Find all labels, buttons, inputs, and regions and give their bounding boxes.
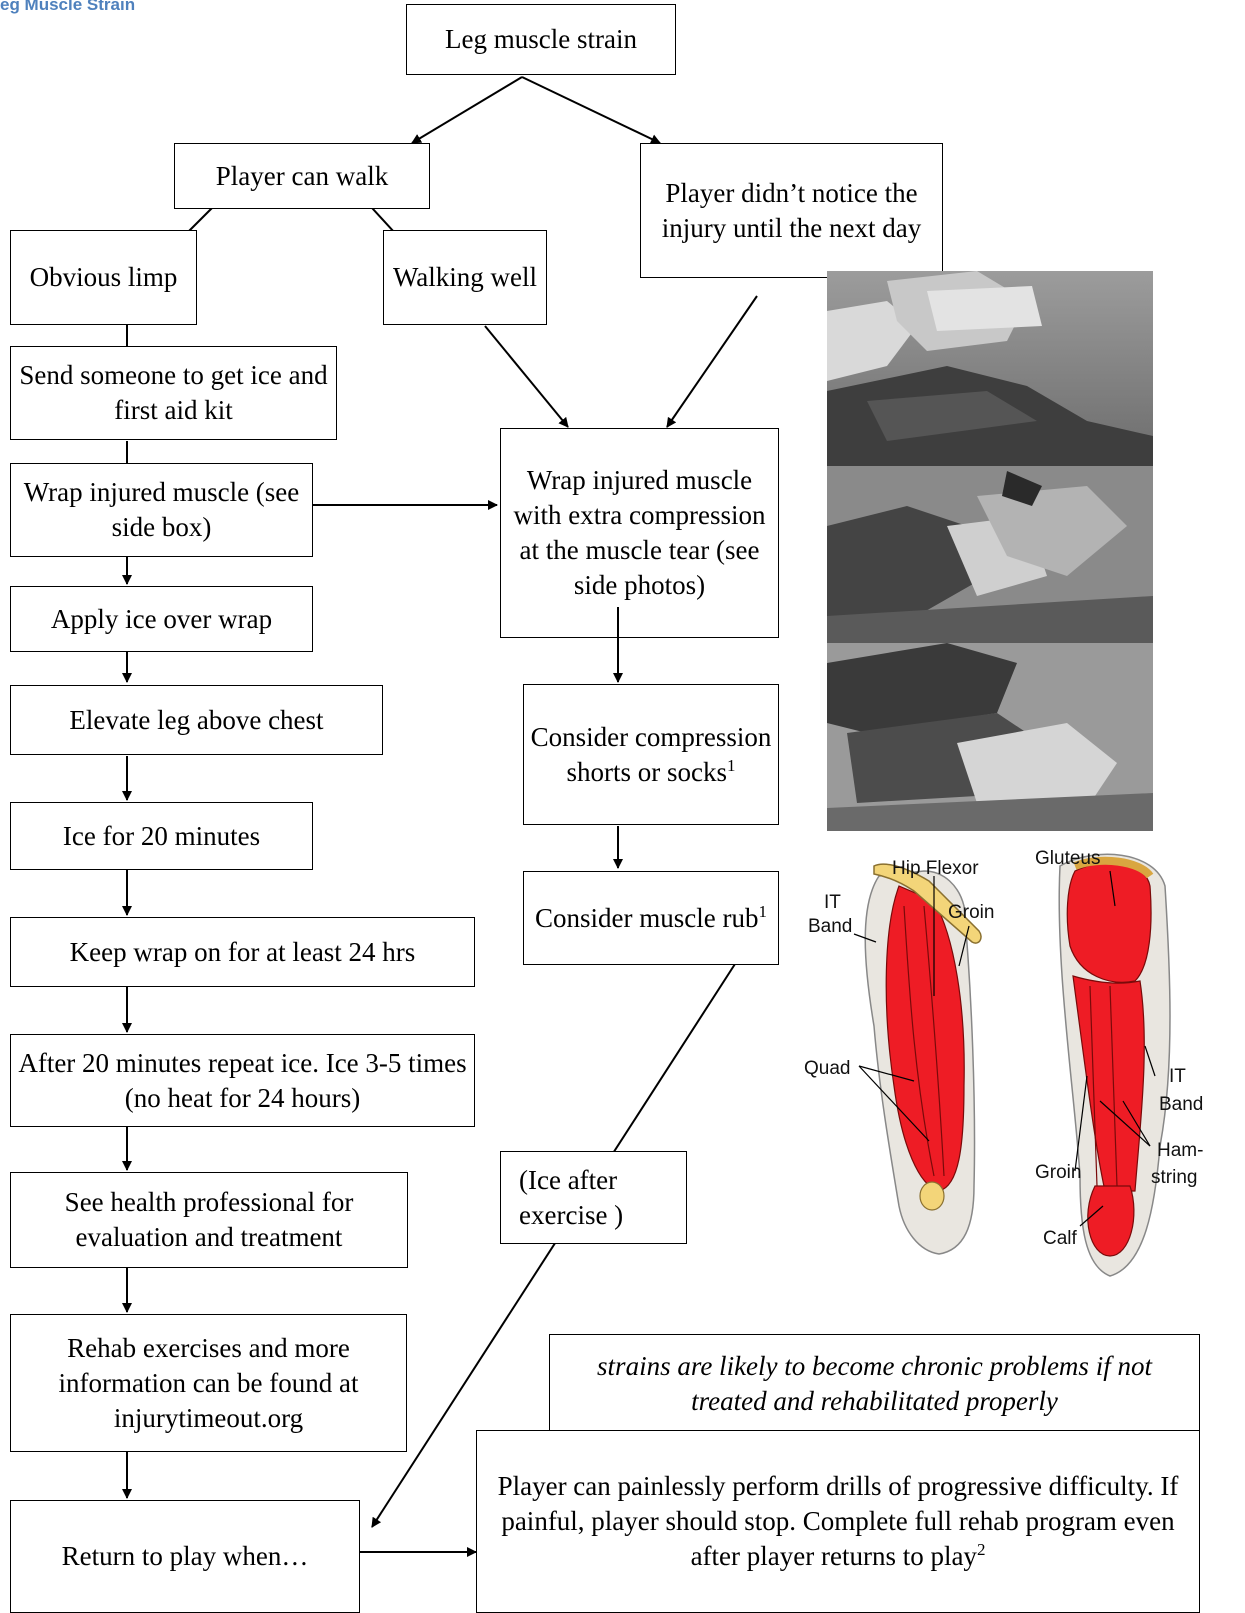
node-send-someone: Send someone to get ice and first aid ki… [10, 346, 337, 440]
label-calf: Calf [1043, 1228, 1078, 1249]
label-band-front: Band [808, 916, 852, 937]
node-see-health-professional: See health professional for evaluation a… [10, 1172, 408, 1268]
node-apply-ice: Apply ice over wrap [10, 586, 313, 652]
node-walking-well: Walking well [383, 230, 547, 325]
wrap-photo-2 [827, 466, 1153, 643]
node-chronic-note: strains are likely to become chronic pro… [549, 1334, 1200, 1434]
label-ham: Ham- [1157, 1140, 1203, 1161]
node-wrap-injured: Wrap injured muscle (see side box) [10, 463, 313, 557]
arrow-well-to-wrapextra [485, 326, 568, 427]
wrap-photo-3 [827, 643, 1153, 831]
label-gluteus: Gluteus [1035, 848, 1100, 869]
node-keep-wrap: Keep wrap on for at least 24 hrs [10, 917, 475, 987]
node-player-can-walk: Player can walk [174, 143, 430, 209]
label-band-back: Band [1159, 1094, 1203, 1115]
node-painless-drills: Player can painlessly perform drills of … [476, 1430, 1200, 1613]
arrow-root-to-notice [522, 77, 660, 143]
arrow-root-to-walk [412, 77, 522, 143]
label-hip-flexor: Hip Flexor [892, 858, 979, 879]
node-ice-after-exercise: (Ice after exercise ) [500, 1151, 687, 1244]
node-consider-muscle-rub: Consider muscle rub1 [523, 871, 779, 965]
arrow-notice-to-wrapextra [667, 296, 757, 427]
node-leg-muscle-strain: Leg muscle strain [406, 4, 676, 75]
node-return-to-play: Return to play when… [10, 1500, 360, 1613]
node-wrap-extra: Wrap injured muscle with extra compressi… [500, 428, 779, 638]
label-groin-front: Groin [948, 902, 994, 923]
node-rehab-exercises: Rehab exercises and more information can… [10, 1314, 407, 1452]
node-consider-compression: Consider compression shorts or socks1 [523, 684, 779, 825]
node-repeat-ice: After 20 minutes repeat ice. Ice 3-5 tim… [10, 1034, 475, 1127]
anatomy-back-leg: Gluteus IT Band Groin Ham- string Calf [1035, 846, 1205, 1291]
node-elevate-leg: Elevate leg above chest [10, 685, 383, 755]
node-player-didnt-notice: Player didn’t notice the injury until th… [640, 143, 943, 278]
label-it-front: IT [824, 892, 841, 913]
label-string: string [1151, 1167, 1197, 1188]
node-ice-20-minutes: Ice for 20 minutes [10, 802, 313, 870]
label-it-back: IT [1169, 1066, 1186, 1087]
label-quad: Quad [804, 1058, 850, 1079]
wrap-photo-1 [827, 271, 1153, 466]
label-groin-back: Groin [1035, 1162, 1081, 1183]
node-obvious-limp: Obvious limp [10, 230, 197, 325]
anatomy-front-leg: Hip Flexor IT Band Groin Quad [804, 846, 1010, 1266]
